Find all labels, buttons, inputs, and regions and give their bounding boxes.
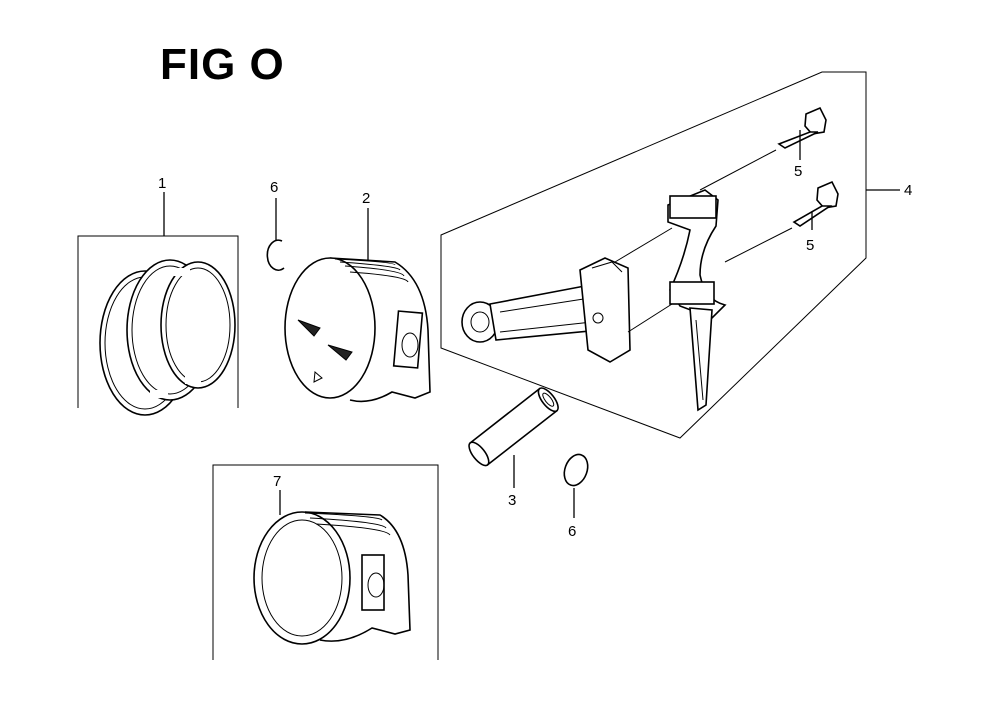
clip-upper-icon bbox=[266, 239, 285, 271]
piston-alt-icon bbox=[253, 511, 411, 645]
callout-7: 7 bbox=[273, 473, 281, 490]
callout-2: 2 bbox=[362, 190, 370, 207]
piston-rings-group: 1 bbox=[77, 175, 239, 416]
callout-1: 1 bbox=[158, 175, 166, 192]
bolt-upper-icon bbox=[699, 106, 827, 191]
connecting-rod-group: 4 bbox=[440, 71, 912, 439]
callout-6-lower: 6 bbox=[568, 523, 576, 540]
piston-rings-frame bbox=[77, 235, 239, 408]
figure-title: FIG O bbox=[160, 40, 285, 89]
clip-lower-group: 6 bbox=[563, 453, 589, 540]
bolt-lower-icon bbox=[724, 180, 839, 263]
piston-alt-group: 7 bbox=[212, 464, 439, 660]
connecting-rod-icon bbox=[461, 189, 727, 412]
callout-5-lower: 5 bbox=[806, 237, 814, 254]
piston-pin-icon bbox=[468, 387, 559, 467]
callout-3: 3 bbox=[508, 492, 516, 509]
callout-6-upper: 6 bbox=[270, 179, 278, 196]
clip-upper-group: 6 bbox=[266, 179, 285, 271]
callout-4: 4 bbox=[904, 182, 912, 199]
piston-alt-frame bbox=[212, 464, 439, 660]
clip-lower-icon bbox=[563, 453, 589, 487]
piston-rings-icon bbox=[99, 259, 236, 416]
piston-icon bbox=[284, 257, 431, 403]
callout-5-upper: 5 bbox=[794, 163, 802, 180]
piston-group: 2 bbox=[284, 190, 431, 403]
piston-pin-group: 3 bbox=[468, 387, 559, 509]
connecting-rod-frame bbox=[440, 71, 867, 439]
